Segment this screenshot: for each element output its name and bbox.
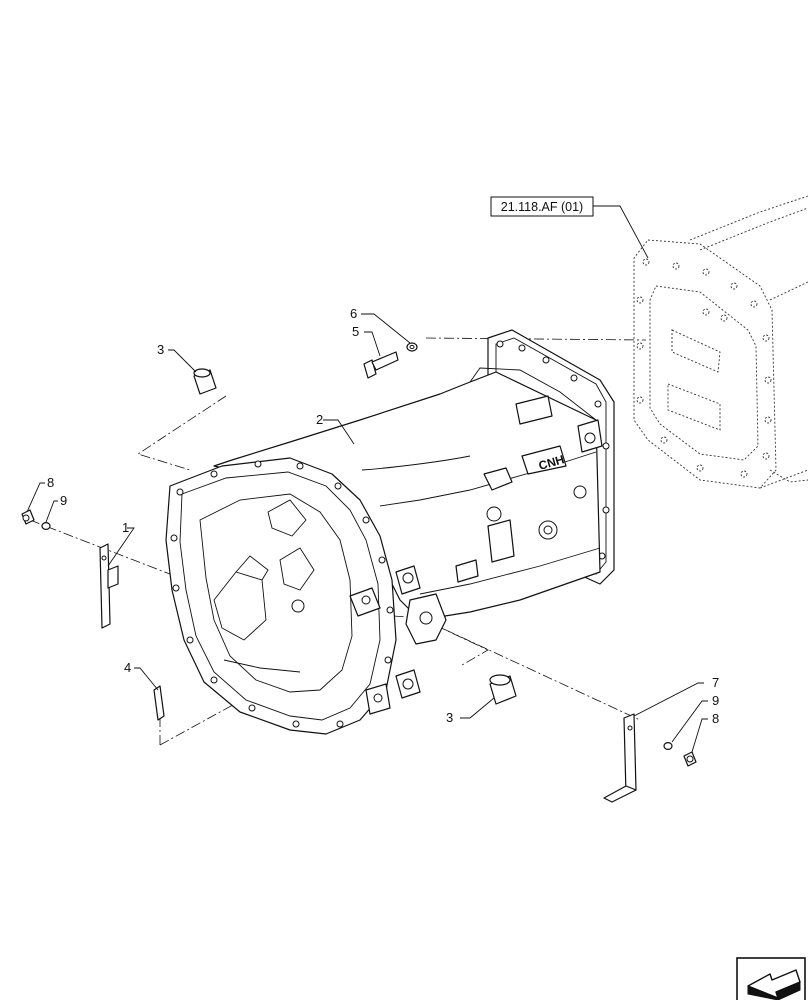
reference-label-box[interactable]: 21.118.AF (01) [490,196,649,259]
callout-7: 7 [712,675,719,690]
housing-marking: CNH [537,452,566,473]
sleeve-upper [193,368,217,395]
callout-4: 4 [124,660,131,675]
callout-5: 5 [352,324,359,339]
callout-leaders [26,313,708,753]
callout-6: 6 [350,306,357,321]
callout-9-left: 9 [60,493,67,508]
callout-numbers: 1 2 3 3 4 5 6 7 8 9 8 9 [47,306,719,726]
callout-8-left: 8 [47,475,54,490]
callout-3-lower: 3 [446,710,453,725]
transmission-housing: CNH [165,329,615,735]
callout-9-right: 9 [712,693,719,708]
arrow-nav-icon[interactable] [736,957,806,1000]
bracket-right [603,713,637,803]
callout-3-upper: 3 [157,342,164,357]
referenced-assembly-outline [633,195,809,489]
callout-8-right: 8 [712,711,719,726]
callout-2: 2 [316,412,323,427]
bracket-left [99,543,119,629]
callout-1: 1 [122,520,129,535]
screw-left [21,509,35,525]
washer [406,342,418,352]
washer-right [663,741,673,750]
washer-left [41,521,51,530]
screw-right [683,751,697,767]
sleeve-lower [489,674,517,705]
reference-label-text: 21.118.AF (01) [501,200,583,214]
bolt [363,351,399,379]
pin [153,685,165,721]
